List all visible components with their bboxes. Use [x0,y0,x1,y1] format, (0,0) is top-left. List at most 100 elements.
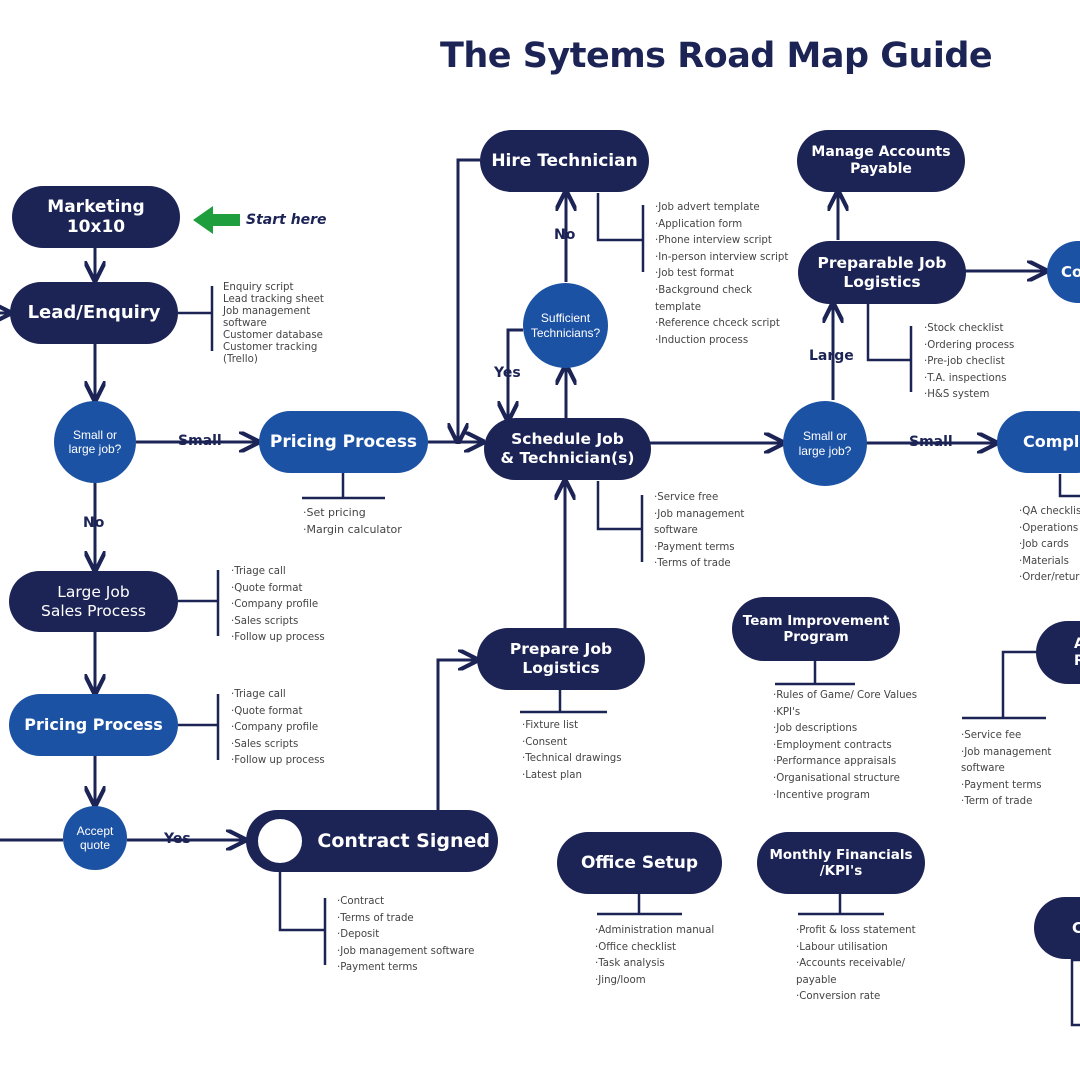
note-item: ·Induction process [655,334,749,346]
note-item: ·Quote format [231,705,303,717]
node-pricing-process-2: Pricing Process [9,694,178,756]
note-item: ·Technical drawings [522,753,622,765]
note-item: Lead tracking sheet [223,294,324,305]
note-item: ·Sales scripts [231,738,299,750]
note-item: ·Job management [654,508,745,520]
node-lead-enquiry: Lead/Enquiry [10,282,178,344]
note-item: ·Payment terms [961,779,1042,791]
start-here-label: Start here [246,212,327,228]
bracket-complete [1058,474,1080,498]
note-item: ·Payment terms [337,962,418,974]
node-small-large-2: Small or large job? [783,401,867,486]
node-office-setup: Office Setup [557,832,722,894]
bracket-hire [596,193,643,242]
bracket-financials [798,894,884,916]
edge-label-small-2: Small [909,434,953,450]
note-item: (Trello) [223,354,258,365]
node-prepare-job-logistics: Prepare Job Logistics [477,628,645,690]
bracket-pricing1 [302,472,385,500]
node-a-r-partial: A R [1036,621,1080,684]
note-item: ·Materials [1019,555,1069,567]
notes-pricing-1: ·Set pricing ·Margin calculator [303,505,402,538]
note-item: ·Ordering process [924,339,1015,351]
notes-schedule: ·Service free ·Job management software ·… [654,490,744,573]
edge-label-large: Large [809,348,854,364]
note-item: ·Deposit [337,929,380,941]
note-item: ·Contract [337,896,385,907]
notes-complete: ·QA checklis ·Operations ·Job cards ·Mat… [1019,504,1080,587]
note-item: software [654,525,698,537]
note-item: Customer tracking [223,342,318,353]
note-item: ·Incentive program [773,789,870,801]
edge-label-no-sufficient: No [554,227,576,243]
contract-signed-label: Contract Signed [317,829,490,852]
node-small-large-1: Small or large job? [54,401,136,483]
node-accept-quote: Accept quote [63,806,127,870]
bracket-schedule [596,481,642,531]
node-hire-technician: Hire Technician [480,130,649,192]
note-item: ·T.A. inspections [924,372,1007,384]
note-item: ·Jing/loom [595,974,646,986]
note-item: ·Reference chceck script [655,318,780,330]
contract-status-icon [258,819,302,863]
notes-pricing-2: ·Triage call ·Quote format ·Company prof… [231,687,325,770]
node-pricing-process-1: Pricing Process [259,411,428,473]
arrow-contract-to-prepare [436,660,477,810]
note-item: ·Triage call [231,566,286,577]
node-complete-partial: Comple [997,411,1080,473]
note-item: ·Term of trade [961,796,1033,808]
note-item: ·Stock checklist [924,323,1004,334]
edge-label-yes-sufficient: Yes [494,365,521,381]
note-item: ·Job management software [337,945,475,957]
notes-prepare: ·Fixture list ·Consent ·Technical drawin… [522,718,622,784]
note-item: ·Order/return [1019,572,1080,584]
node-monthly-financials: Monthly Financials /KPI's [757,832,925,894]
note-item: ·Job descriptions [773,723,858,735]
note-item: ·Task analysis [595,958,665,970]
note-item: ·Profit & loss statement [796,925,916,936]
bracket-prepare [520,690,607,714]
note-item: ·Quote format [231,582,303,594]
notes-large-job: ·Triage call ·Quote format ·Company prof… [231,564,325,647]
note-item: ·Consent [522,736,568,748]
note-item: software [961,763,1005,775]
note-item: ·Employment contracts [773,739,892,751]
node-marketing: Marketing 10x10 [12,186,180,248]
note-item: template [655,301,701,313]
note-item: payable [796,974,837,986]
bracket-team [775,661,855,686]
note-item: ·Sales scripts [231,615,299,627]
notes-lead: Enquiry script Lead tracking sheet Job m… [223,282,324,366]
node-c-partial: C [1034,897,1080,959]
note-item: ·Accounts receivable/ [796,958,906,970]
note-item: ·Job management [961,746,1052,758]
note-item: ·Application form [655,218,743,230]
note-item: ·Company profile [231,722,319,734]
note-item: ·Follow up process [231,632,325,644]
edge-label-no-1: No [83,515,105,531]
note-item: ·Background check [655,284,753,296]
bracket-contract [278,872,325,932]
page-title: The Sytems Road Map Guide [440,36,993,76]
edge-label-small-1: Small [178,433,222,449]
start-here-arrow-icon [193,206,240,234]
node-preparable-job-logistics: Preparable Job Logistics [798,241,966,304]
node-schedule-job: Schedule Job & Technician(s) [484,418,651,480]
note-item: ·Phone interview script [655,235,772,247]
note-item: ·Administration manual [595,925,715,936]
note-item: ·Service free [654,492,719,503]
note-item: ·Company profile [231,599,319,611]
note-item: ·Job test format [655,268,734,280]
arrow-yes-loop [508,328,523,420]
note-item: ·Triage call [231,689,286,700]
note-item: ·Margin calculator [303,522,402,536]
note-item: software [223,318,267,329]
note-item: ·Job cards [1019,539,1069,551]
note-item: ·Performance appraisals [773,756,897,768]
note-item: ·Latest plan [522,769,582,781]
node-sufficient-technicians: Sufficient Technicians? [523,283,608,368]
note-item: ·Set pricing [303,506,366,519]
bracket-preparable [866,304,911,362]
notes-hire: ·Job advert template ·Application form ·… [655,200,788,349]
note-item: ·Operations [1019,522,1079,534]
